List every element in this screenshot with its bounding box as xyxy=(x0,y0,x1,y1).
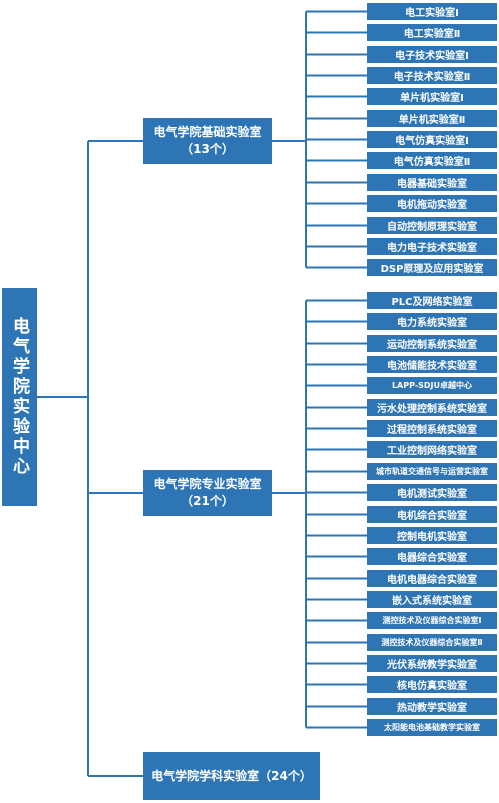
lab-item: 电机测试实验室 xyxy=(367,484,497,501)
lab-item: 光伏系统教学实验室 xyxy=(367,655,497,672)
lab-item: 过程控制系统实验室 xyxy=(367,420,497,437)
group-professional-name: 电气学院专业实验室 xyxy=(153,477,262,491)
lab-item: 工业控制网络实验室 xyxy=(367,441,497,458)
lab-item: 测控技术及仪器综合实验室Ⅰ xyxy=(367,612,497,629)
lab-item: 太阳能电池基础教学实验室 xyxy=(367,719,497,736)
lab-item: 电机电器综合实验室 xyxy=(367,570,497,587)
group-professional-count: （21个） xyxy=(181,494,234,508)
lab-item: DSP原理及应用实验室 xyxy=(367,259,497,276)
lab-item: 热动教学实验室 xyxy=(367,698,497,715)
lab-item: 核电仿真实验室 xyxy=(367,676,497,693)
group-basic-lab: 电气学院基础实验室 （13个） xyxy=(143,118,272,164)
group-discipline-name: 电气学院学科实验室（24个） xyxy=(151,768,312,783)
lab-item: 污水处理控制系统实验室 xyxy=(367,399,497,416)
lab-item: 电机综合实验室 xyxy=(367,506,497,523)
center-node: 电气学院实验中心 xyxy=(2,288,37,506)
group-professional-lab: 电气学院专业实验室 （21个） xyxy=(143,470,272,516)
lab-item: PLC及网络实验室 xyxy=(367,292,497,309)
lab-item: 控制电机实验室 xyxy=(367,527,497,544)
lab-item: 电力电子技术实验室 xyxy=(367,238,497,255)
lab-item: 自动控制原理实验室 xyxy=(367,217,497,234)
lab-item: 电力系统实验室 xyxy=(367,313,497,330)
lab-item: LAPP-SDJU卓越中心 xyxy=(367,377,497,394)
lab-item: 电气仿真实验室Ⅰ xyxy=(367,131,497,148)
lab-item: 嵌入式系统实验室 xyxy=(367,591,497,608)
lab-item: 单片机实验室Ⅱ xyxy=(367,110,497,127)
group-basic-name: 电气学院基础实验室 xyxy=(153,125,262,139)
lab-item: 电子技术实验室Ⅱ xyxy=(367,67,497,84)
lab-item: 城市轨道交通信号与运营实验室 xyxy=(367,463,497,480)
lab-item: 电气仿真实验室Ⅱ xyxy=(367,152,497,169)
lab-item: 电子技术实验室Ⅰ xyxy=(367,46,497,63)
lab-item: 电工实验室Ⅱ xyxy=(367,24,497,41)
lab-item: 电机拖动实验室 xyxy=(367,195,497,212)
group-basic-count: （13个） xyxy=(181,142,234,156)
lab-item: 电池储能技术实验室 xyxy=(367,356,497,373)
lab-item: 测控技术及仪器综合实验室Ⅱ xyxy=(367,634,497,651)
lab-item: 电器基础实验室 xyxy=(367,174,497,191)
lab-item: 运动控制系统实验室 xyxy=(367,335,497,352)
lab-item: 电工实验室Ⅰ xyxy=(367,3,497,20)
lab-item: 电器综合实验室 xyxy=(367,548,497,565)
lab-item: 单片机实验室Ⅰ xyxy=(367,88,497,105)
group-discipline-lab: 电气学院学科实验室（24个） xyxy=(143,752,320,800)
